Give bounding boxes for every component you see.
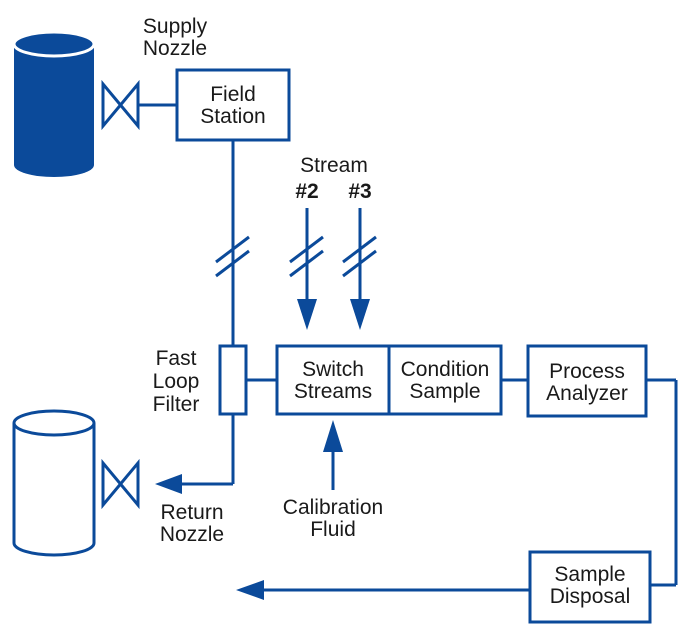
supply-valve-icon: [101, 79, 177, 131]
fast-loop-label-1: Fast: [156, 347, 197, 370]
return-line: [155, 414, 235, 494]
supply-nozzle-label-2: Nozzle: [143, 37, 207, 60]
field-station-label-2: Station: [200, 105, 265, 128]
analyzer-to-disposal-line: [646, 378, 678, 587]
calibration-label-2: Fluid: [310, 518, 356, 541]
calibration-label-1: Calibration: [283, 496, 383, 519]
calibration-arrow: [323, 420, 343, 490]
return-nozzle-label-1: Return: [160, 501, 223, 524]
return-valve-icon: [101, 458, 140, 510]
return-nozzle-label-2: Nozzle: [160, 523, 224, 546]
stream-3-arrow: [342, 208, 377, 330]
fast-loop-label-3: Filter: [153, 393, 200, 416]
supply-nozzle-label-1: Supply: [143, 15, 208, 38]
fast-loop-label-2: Loop: [153, 370, 200, 393]
stream-2-arrow: [289, 208, 324, 330]
switch-streams-label-2: Streams: [294, 380, 372, 403]
condition-sample-box: [387, 344, 503, 416]
condition-sample-label-2: Sample: [409, 380, 480, 403]
fast-loop-line: [215, 140, 250, 346]
stream-3-label: #3: [348, 180, 371, 203]
sample-disposal-label-2: Disposal: [550, 585, 631, 608]
process-analyzer-label-2: Analyzer: [546, 382, 628, 405]
supply-tank: [12, 30, 96, 177]
disposal-outlet-arrow: [236, 580, 530, 600]
return-tank: [12, 409, 96, 557]
stream-label: Stream: [300, 154, 368, 177]
switch-streams-label-1: Switch: [302, 358, 364, 381]
stream-2-label: #2: [295, 180, 318, 203]
sample-disposal-label-1: Sample: [554, 563, 625, 586]
condition-sample-label-1: Condition: [401, 358, 490, 381]
process-analyzer-label-1: Process: [549, 360, 625, 383]
field-station-label-1: Field: [210, 83, 256, 106]
sample-disposal-box: [528, 550, 652, 624]
switch-streams-box: [275, 344, 391, 416]
fast-loop-filter-box: [218, 344, 248, 416]
